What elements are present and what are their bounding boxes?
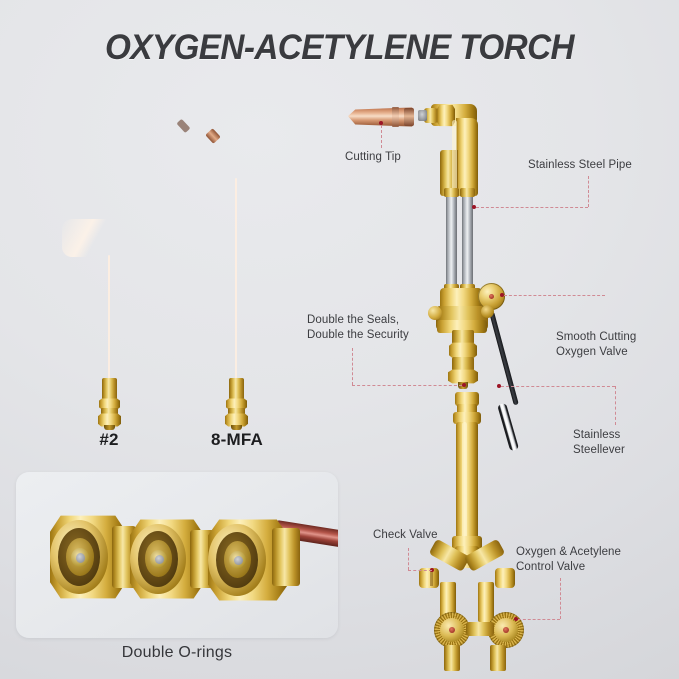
callout-stainless-pipe: Stainless Steel Pipe	[528, 159, 632, 171]
inset-caption: Double O-rings	[121, 644, 233, 661]
page-title: OXYGEN-ACETYLENE TORCH	[104, 28, 575, 67]
leader-dot-steel-lever	[497, 384, 501, 388]
tip-label-8mfa: 8-MFA	[211, 430, 263, 449]
stainless-pipe-right	[462, 192, 473, 290]
leader-double-seals-h	[352, 385, 462, 386]
leader-stainless-pipe-h	[476, 207, 588, 208]
leader-steel-lever-h	[501, 386, 615, 387]
leader-dot-double-seals	[462, 383, 466, 387]
leader-double-seals-v	[352, 348, 353, 385]
tip-label-2: #2	[99, 430, 119, 449]
leader-dot-check-valve	[430, 568, 434, 572]
callout-check-valve: Check Valve	[373, 529, 438, 541]
stainless-pipe-left	[446, 192, 457, 290]
leader-dot-control-valve	[514, 617, 518, 621]
leader-oxygen-valve-h	[504, 295, 605, 296]
leader-control-valve-h	[518, 619, 560, 620]
leader-cutting-tip	[381, 125, 382, 148]
leader-dot-stainless-pipe	[472, 205, 476, 209]
callout-control-valve: Oxygen & Acetylene Control Valve	[516, 546, 622, 574]
callout-double-seals: Double the Seals, Double the Security	[307, 314, 409, 342]
leader-control-valve-v	[560, 578, 561, 619]
callout-steel-lever: Stainless Steellever	[573, 429, 625, 457]
double-o-rings-panel	[16, 472, 338, 638]
leader-check-valve-h	[408, 570, 432, 571]
leader-check-valve-v	[408, 548, 409, 570]
leader-steel-lever-v	[615, 386, 616, 425]
leader-stainless-pipe-v	[588, 176, 589, 207]
leader-dot-oxygen-valve	[500, 293, 504, 297]
leader-dot-cutting-tip	[379, 121, 383, 125]
callout-cutting-tip: Cutting Tip	[345, 151, 401, 163]
callout-oxygen-valve: Smooth Cutting Oxygen Valve	[556, 331, 637, 359]
